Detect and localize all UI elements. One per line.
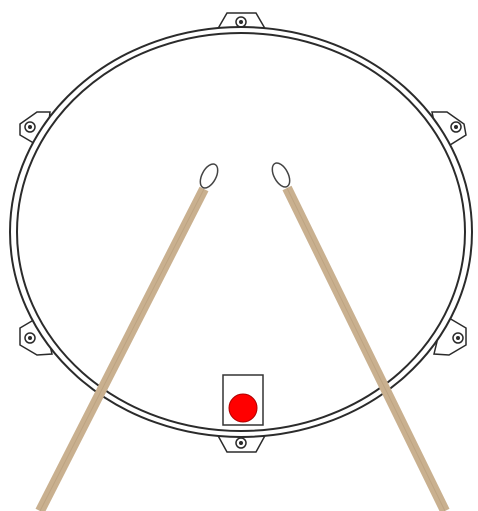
beat-light: [229, 394, 257, 422]
beat-indicator[interactable]: [223, 375, 263, 425]
drum-head[interactable]: [17, 33, 465, 431]
